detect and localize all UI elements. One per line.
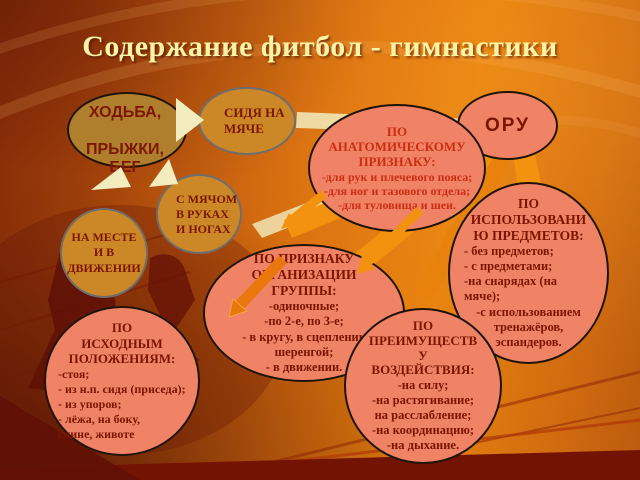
bottom-track-band xyxy=(0,450,640,480)
bubble-starting-positions-heading: ПО ИСХОДНЫМ ПОЛОЖЕНИЯМ: xyxy=(68,320,176,367)
bubble-predominant-effect-items: -на силу; -на растягивание; на расслабле… xyxy=(371,378,475,453)
bubble-in-place-and-moving: НА МЕСТЕ И В ДВИЖЕНИИ xyxy=(60,208,148,298)
bubble-use-of-objects-heading: ПО ИСПОЛЬЗОВАНИ Ю ПРЕДМЕТОВ: xyxy=(470,195,587,243)
bubble-sitting-on-ball: СИДЯ НА МЯЧЕ xyxy=(198,87,296,155)
bubble-sitting-on-ball-label: СИДЯ НА МЯЧЕ xyxy=(224,105,285,136)
bubble-group-organization-heading: ПО ПРИЗНАКУ ОРГАНИЗАЦИИ ГРУППЫ: xyxy=(251,250,357,298)
bubble-starting-positions: ПО ИСХОДНЫМ ПОЛОЖЕНИЯМ: -стоя; - из н.п.… xyxy=(44,306,200,456)
bubble-predominant-effect-heading: ПО ПРЕИМУЩЕСТВ У ВОЗДЕЙСТВИЯ: xyxy=(368,317,478,378)
slide-title: Содержание фитбол - гимнастики xyxy=(82,30,558,63)
bubble-starting-positions-items: -стоя; - из н.п. сидя (приседа); - из уп… xyxy=(58,366,186,441)
bubble-ball-in-hands-feet-label: С МЯЧОМ В РУКАХ И НОГАХ xyxy=(176,191,238,236)
bubble-ball-in-hands-feet: С МЯЧОМ В РУКАХ И НОГАХ xyxy=(156,174,242,254)
bubble-use-of-objects-items2: -с использованием тренажёров, эспандеров… xyxy=(476,304,581,350)
bubble-oru: ОРУ xyxy=(457,91,558,160)
bubble-use-of-objects-items: - без предметов; - с предметами; -на сна… xyxy=(464,243,558,304)
swirl-arc xyxy=(0,0,640,54)
bottom-corner-shade xyxy=(0,396,140,480)
swirl-arc xyxy=(0,40,640,120)
bubble-anatomical-heading: ПО АНАТОМИЧЕСКОМУ ПРИЗНАКУ: xyxy=(328,123,466,170)
bubble-oru-label: ОРУ xyxy=(484,114,531,136)
bubble-walking-jumping-running-label: ХОДЬБА, ПРЫЖКИ, БЕГ xyxy=(85,104,164,177)
bubble-predominant-effect: ПО ПРЕИМУЩЕСТВ У ВОЗДЕЙСТВИЯ: -на силу; … xyxy=(344,308,502,464)
bubble-in-place-and-moving-label: НА МЕСТЕ И В ДВИЖЕНИИ xyxy=(67,229,141,275)
